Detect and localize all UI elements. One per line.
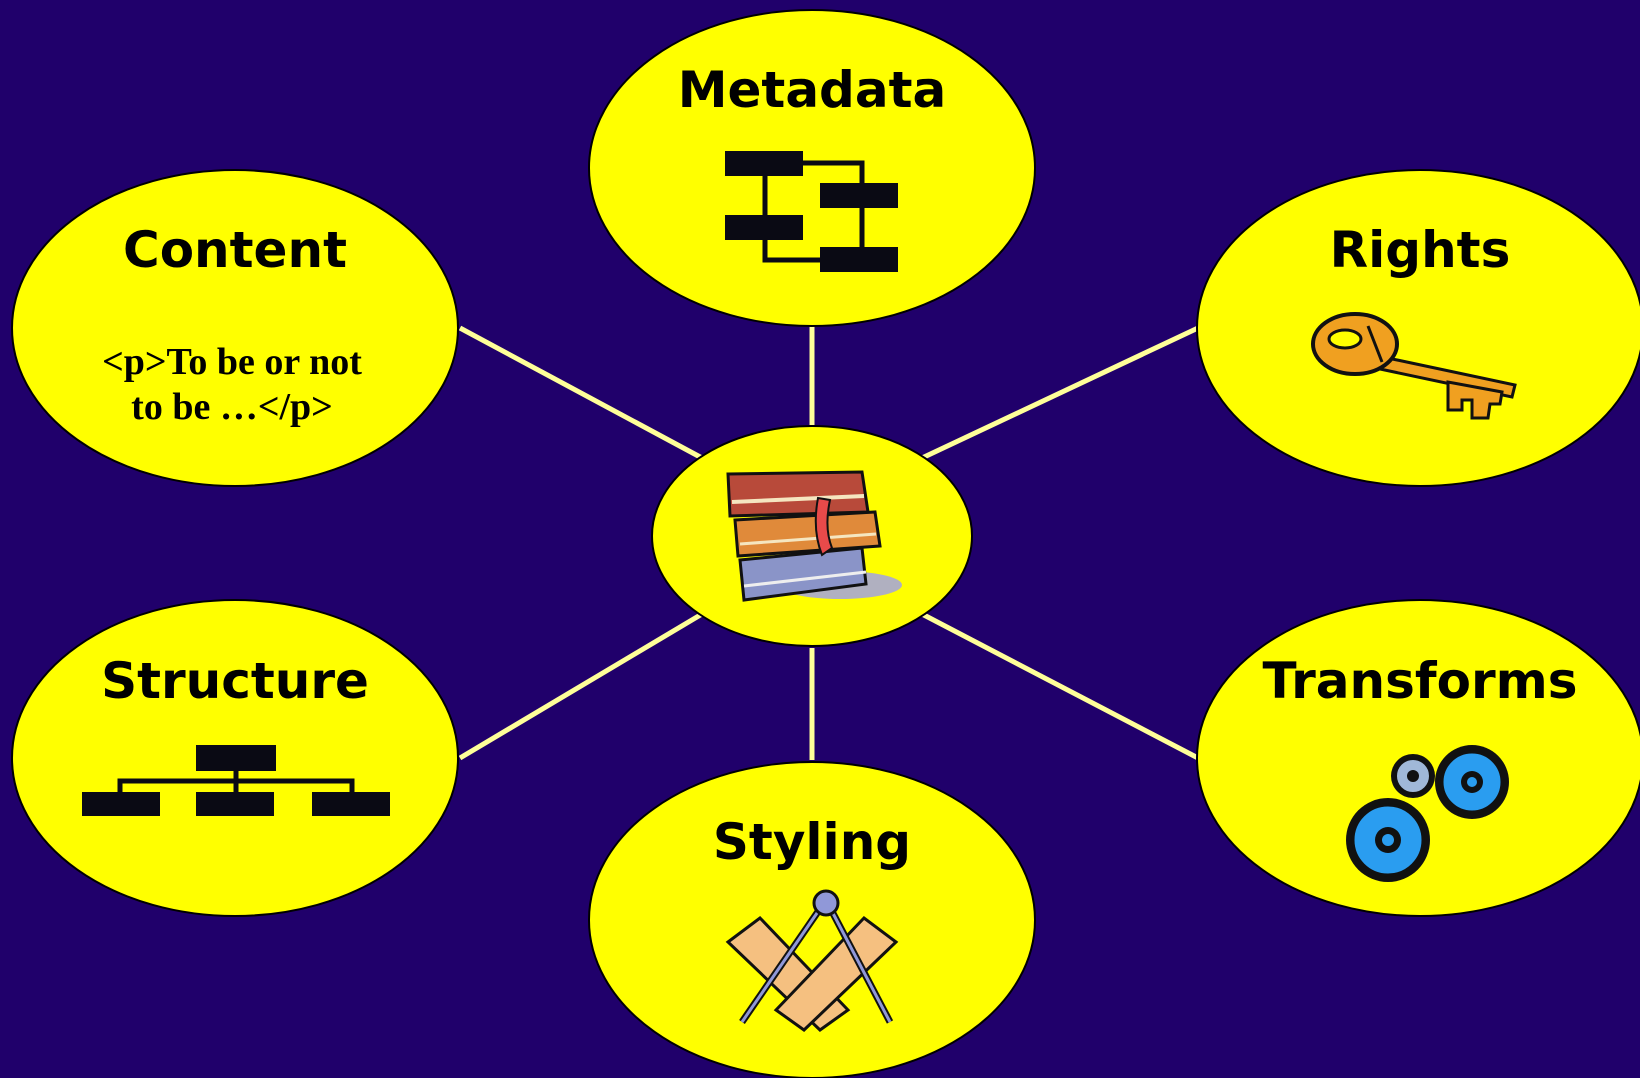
node-rights-title: Rights: [1330, 221, 1511, 279]
node-content-snippet-line1: <p>To be or not: [102, 341, 362, 383]
connectors: [458, 325, 1200, 761]
org-chart-icon: [82, 745, 390, 816]
node-content: Content <p>To be or not to be …</p>: [11, 169, 459, 487]
node-rights: Rights: [1196, 169, 1640, 487]
node-metadata: Metadata: [588, 9, 1036, 327]
connector-structure: [458, 611, 704, 761]
node-transforms: Transforms: [1196, 599, 1640, 917]
node-styling-title: Styling: [713, 813, 911, 871]
node-center: [651, 425, 973, 647]
connector-content: [458, 325, 704, 461]
node-content-title: Content: [123, 221, 347, 279]
node-metadata-ellipse: [588, 9, 1036, 327]
books-icon: [726, 470, 902, 602]
node-structure-title: Structure: [101, 652, 369, 710]
key-icon: [1311, 312, 1517, 420]
node-styling: Styling: [588, 761, 1036, 1078]
connector-transforms: [920, 611, 1200, 761]
node-content-snippet-line2: to be …</p>: [131, 386, 333, 428]
compass-ruler-icon: [725, 889, 899, 1032]
hierarchy-blocks-icon: [725, 151, 898, 272]
node-transforms-title: Transforms: [1263, 652, 1578, 710]
node-structure: Structure: [11, 599, 459, 917]
node-content-ellipse: [11, 169, 459, 487]
node-metadata-title: Metadata: [678, 61, 946, 119]
node-rights-ellipse: [1196, 169, 1640, 487]
connector-rights: [920, 325, 1200, 461]
gears-icon: [1346, 745, 1509, 882]
